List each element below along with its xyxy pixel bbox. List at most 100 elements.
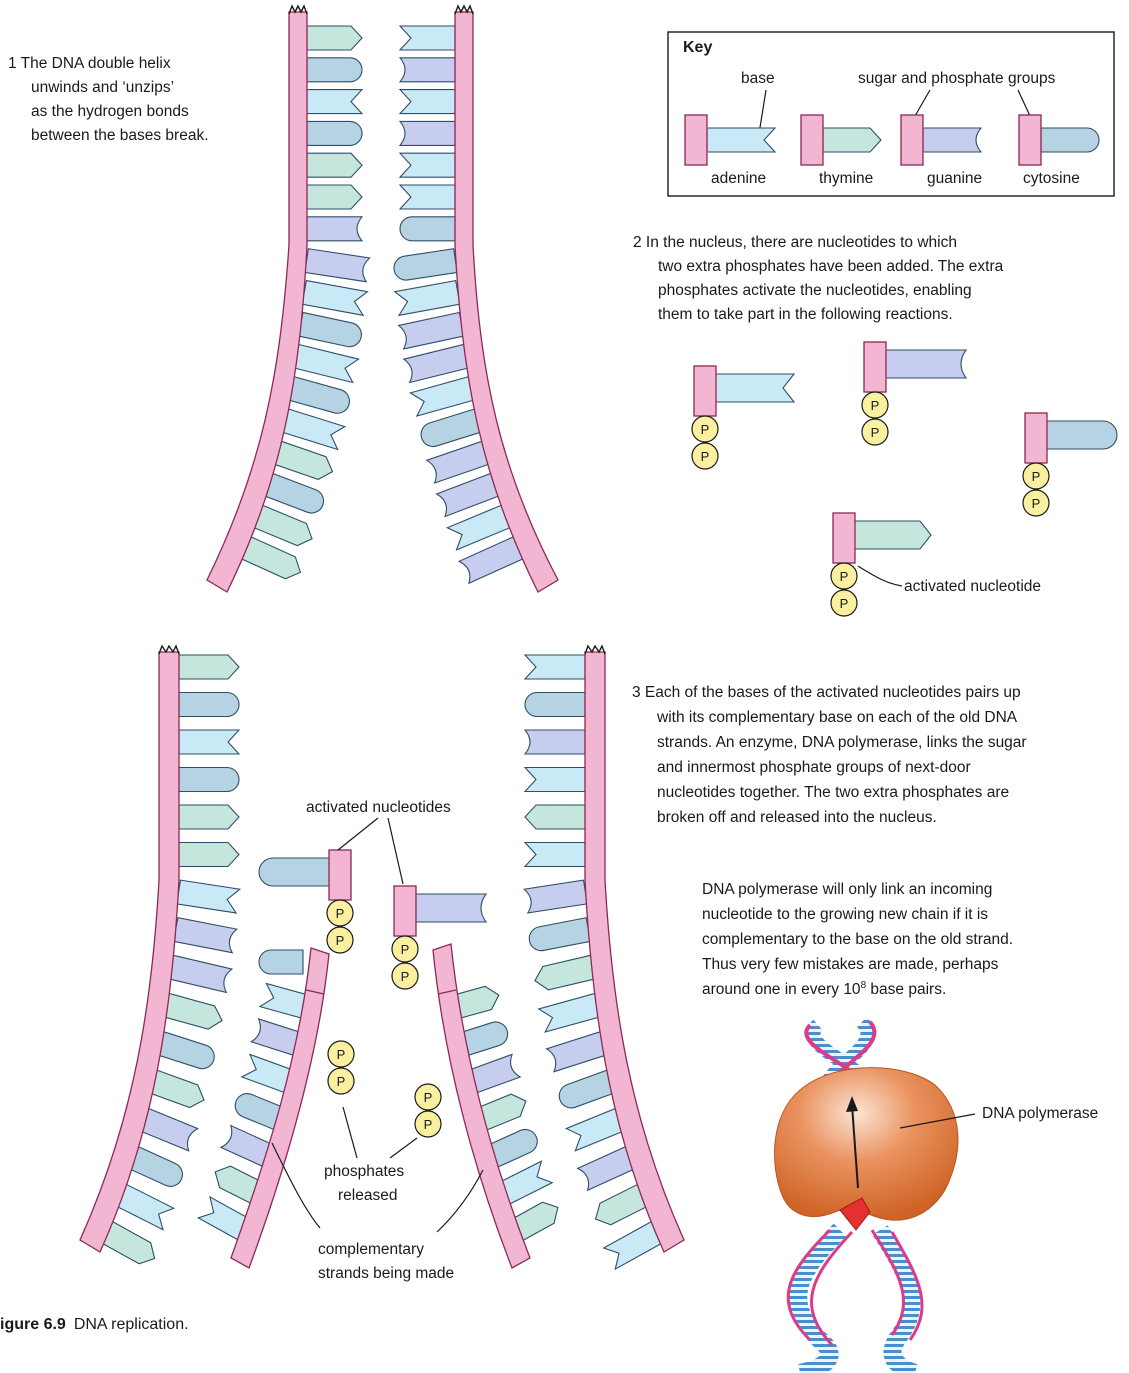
svg-text:P: P (871, 398, 880, 413)
top-base-pairs (239, 26, 525, 583)
top-left-cytosine-base (307, 58, 362, 82)
key-sugar-phosphate (901, 115, 923, 165)
top-left-adenine-base (302, 281, 367, 316)
complementary-strands-label: complementary strands being made (318, 1241, 454, 1282)
old-right-thymine-base (525, 805, 585, 829)
phosphate-group: P (327, 900, 353, 926)
key-sugar-phosphate (801, 115, 823, 165)
top-left-guanine-base (307, 217, 362, 241)
top-left-cytosine-base (298, 312, 364, 348)
top-right-cytosine-base (400, 217, 455, 241)
top-right-guanine-base (399, 312, 465, 348)
phosphates-released-leader-right (390, 1138, 417, 1158)
top-left-thymine-base (307, 153, 362, 177)
phosphate-group: P (392, 963, 418, 989)
key-cytosine-label: cytosine (1023, 170, 1080, 187)
activated-nucleotides-label: activated nucleotides (306, 799, 451, 816)
old-left-thymine-base (179, 843, 239, 867)
released-phosphates: PPPP (328, 1041, 441, 1137)
top-right-adenine-base (400, 26, 455, 50)
old-right-cytosine-base (525, 693, 585, 717)
top-left-thymine-base (307, 26, 362, 50)
phosphate-group: P (692, 416, 718, 442)
svg-text:P: P (337, 1047, 346, 1062)
key-title: Key (683, 39, 712, 56)
old-left-adenine-base (177, 880, 240, 913)
top-left-cytosine-base (286, 376, 352, 416)
activated-nucleotides-leader-right (388, 818, 403, 884)
top-right-adenine-base (395, 281, 460, 316)
old-right-thymine-base (532, 955, 596, 992)
step1-text: 1 The DNA double helix unwinds and ‘unzi… (8, 55, 209, 144)
old-left-thymine-base (161, 993, 225, 1032)
top-right-adenine-base (400, 153, 455, 177)
old-right-cytosine-base (527, 918, 590, 953)
old-left-guanine-base (168, 955, 232, 992)
activated-thymine-nucleotide: PP (831, 513, 931, 616)
top-right-adenine-base (400, 185, 455, 209)
old-left-thymine-base (179, 805, 239, 829)
sugar-phosphate-block (864, 342, 886, 392)
svg-text:P: P (424, 1117, 433, 1132)
key-guanine-label: guanine (927, 170, 982, 187)
cytosine-base (259, 858, 331, 886)
activated-nucleotides-leader-left (338, 818, 378, 850)
guanine-base (923, 128, 981, 152)
top-left-guanine-base (305, 249, 370, 282)
svg-text:P: P (871, 425, 880, 440)
fidelity-text: DNA polymerase will only link an incomin… (702, 881, 1017, 973)
old-right-guanine-base (525, 730, 585, 754)
guanine-base (884, 350, 966, 378)
old-left-thymine-base (179, 655, 239, 679)
adenine-base (714, 374, 794, 402)
key-thymine-label: thymine (819, 170, 873, 187)
old-left-adenine-base (179, 730, 239, 754)
key-sugar-phosphate-label: sugar and phosphate groups (858, 70, 1056, 87)
activated-adenine-nucleotide: PP (692, 366, 794, 469)
phosphate-group: P (692, 443, 718, 469)
thymine-base (823, 128, 881, 152)
phosphate-group: P (831, 563, 857, 589)
svg-text:P: P (424, 1090, 433, 1105)
svg-text:P: P (401, 969, 410, 984)
phosphate-group: P (392, 936, 418, 962)
svg-text:P: P (336, 933, 345, 948)
top-right-adenine-base (410, 376, 476, 416)
top-right-guanine-base (400, 121, 455, 145)
top-right-guanine-base (400, 58, 455, 82)
phosphate-group: P (831, 590, 857, 616)
svg-text:P: P (337, 1074, 346, 1089)
old-right-adenine-base (525, 655, 585, 679)
phosphate-group: P (862, 419, 888, 445)
sugar-phosphate-block (694, 366, 716, 416)
old-right-adenine-base (525, 768, 585, 792)
thymine-base (853, 521, 931, 549)
step3-text: 3 Each of the bases of the activated nuc… (632, 684, 1031, 826)
activated-cytosine-nucleotide: PP (259, 850, 353, 953)
phosphate-group: P (1023, 463, 1049, 489)
sugar-phosphate-block (833, 513, 855, 563)
step2-text: 2 In the nucleus, there are nucleotides … (633, 234, 1008, 323)
old-left-cytosine-base (179, 693, 239, 717)
svg-text:P: P (336, 906, 345, 921)
old-left-cytosine-base (179, 768, 239, 792)
phosphate-group: P (1023, 490, 1049, 516)
top-left-cytosine-base (307, 121, 362, 145)
old-right-adenine-base (525, 843, 585, 867)
old-right-guanine-base (524, 880, 587, 913)
phosphate-group: P (328, 1041, 354, 1067)
dna-polymerase-label: DNA polymerase (982, 1105, 1098, 1122)
top-right-cytosine-base (392, 249, 457, 282)
phosphates-released-leader-left (343, 1107, 357, 1158)
sugar-phosphate-block (1025, 413, 1047, 463)
guanine-base (414, 894, 486, 922)
svg-text:P: P (701, 449, 710, 464)
phosphate-group: P (327, 927, 353, 953)
svg-text:P: P (840, 569, 849, 584)
dna-polymerase-illustration: DNA polymerase (775, 1022, 1099, 1373)
key-box: Key base sugar and phosphate groups aden… (668, 32, 1114, 196)
svg-text:P: P (701, 422, 710, 437)
svg-text:P: P (401, 942, 410, 957)
